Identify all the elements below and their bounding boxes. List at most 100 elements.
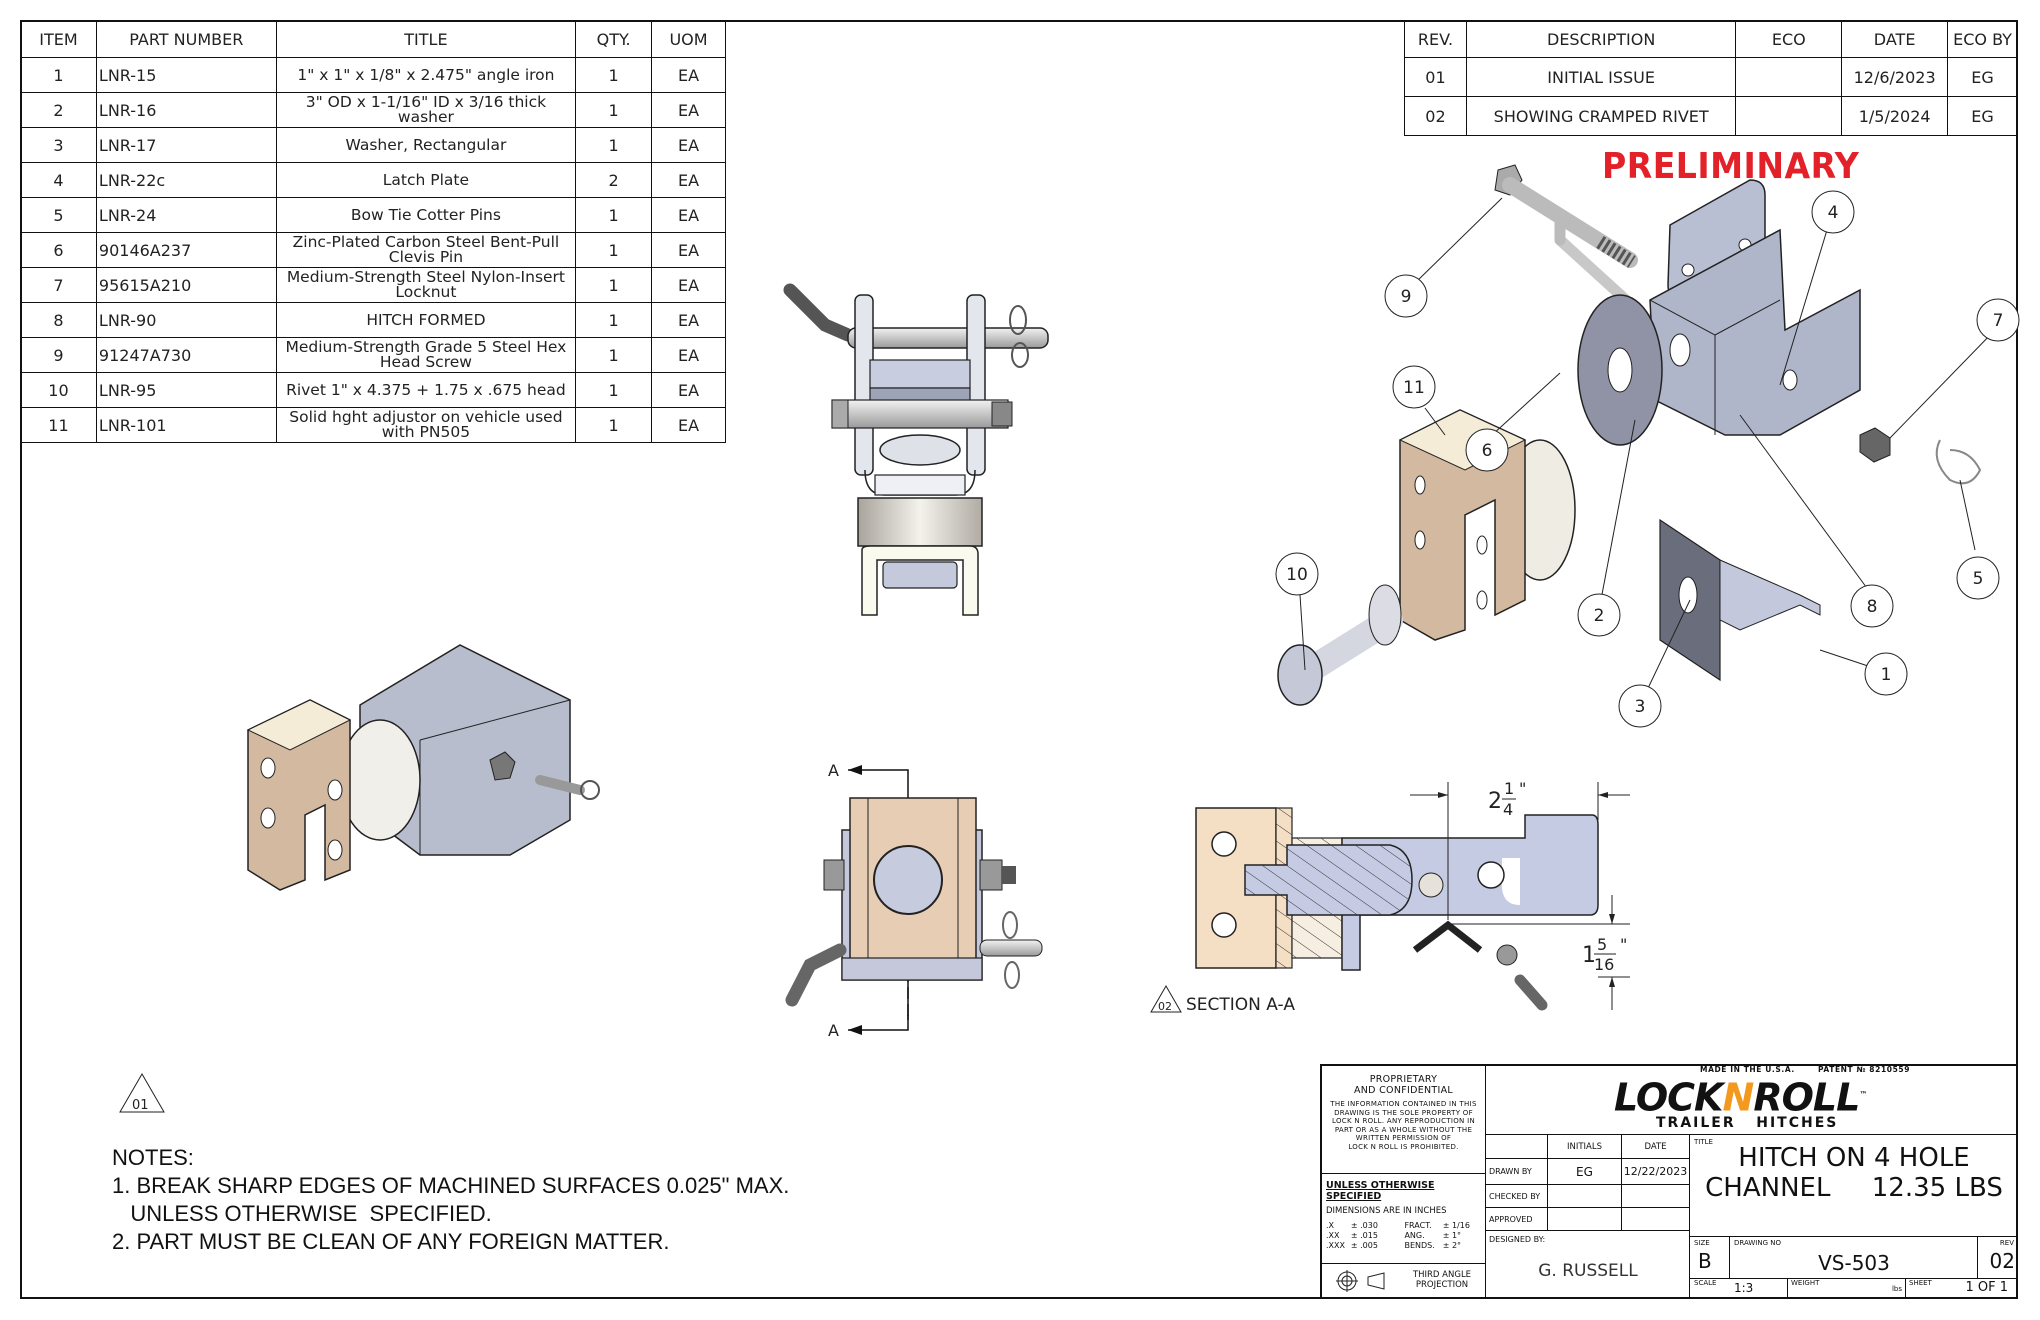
balloon-6: 6 [1465,428,1509,472]
bom-cell-title: Washer, Rectangular [275,127,577,163]
made-in-usa: MADE IN THE U.S.A. [1700,1065,1795,1074]
top-view-drawing [783,283,1049,616]
hole-upper [1211,831,1237,857]
revision-triangle-01: 01 [119,1073,165,1113]
tolerance-k2: ANG. [1404,1231,1425,1240]
bom-cell-title: Zinc-Plated Carbon Steel Bent-Pull Clevi… [275,232,577,268]
date-column-header: DATE [1622,1135,1690,1159]
washer-cylinder [857,497,983,547]
hitch-body [869,359,971,389]
latch-hole [1477,861,1505,889]
section-arrow-bottom [848,1025,862,1035]
rivet-hatch [1245,845,1412,915]
svg-text:11: 11 [1403,378,1425,398]
revision-cell-eco-by: EG [1947,57,2018,97]
section-label-top: A [828,761,839,780]
preliminary-stamp: PRELIMINARY [1602,146,1860,187]
rivet-end [882,561,958,589]
section-title: SECTION A-A [1186,995,1295,1015]
weight-cell: WEIGHT lbs [1788,1279,1906,1297]
weight-unit: lbs [1891,1285,1902,1293]
proprietary-heading-1: PROPRIETARY [1369,1074,1438,1085]
rev-cell: REV 02 [1978,1237,2018,1279]
logo-roll: ROLL [1753,1075,1860,1120]
tolerance-v: ± .030 [1350,1221,1378,1230]
dim-arrow-right [1598,792,1608,798]
proprietary-text-4: PART OR AS A WHOLE WITHOUT THE [1334,1125,1473,1134]
bom-cell-item: 1 [20,57,97,93]
balloon-1: 1 [1864,652,1908,696]
drawn-by-label: DRAWN BY [1486,1159,1548,1185]
balloon-5: 5 [1956,556,2000,600]
revision-header-eco: ECO [1735,20,1843,58]
bom-cell-title: 3" OD x 1-1/16" ID x 3/16 thick washer [275,92,577,128]
dim-width-denominator: 4 [1503,800,1513,819]
bom-cell-item: 10 [20,372,97,408]
drawing-title-line-1: HITCH ON 4 HOLE [1738,1143,1970,1173]
bom-cell-qty: 1 [575,197,653,233]
bom-cell-uom: EA [651,407,726,443]
revision-cell-eco [1735,96,1843,136]
clevis-pin-handle [785,943,847,1007]
bom-header-title: TITLE [275,20,577,58]
proprietary-text-5: WRITTEN PERMISSION OF [1355,1134,1452,1142]
initials-column-header: INITIALS [1548,1135,1622,1159]
bom-cell-uom: EA [651,302,726,338]
balloon-11: 11 [1392,365,1436,409]
bom-cell-part-number: LNR-16 [95,92,277,128]
bom-cell-part-number: 90146A237 [95,232,277,268]
balloon-8: 8 [1850,584,1894,628]
bom-cell-item: 8 [20,302,97,338]
part-7-locknut [1859,427,1891,463]
tolerance-k2: FRACT. [1404,1221,1432,1230]
bom-cell-title: Solid hght adjustor on vehicle used with… [275,407,577,443]
bom-cell-item: 6 [20,232,97,268]
bom-cell-uom: EA [651,92,726,128]
bom-cell-item: 3 [20,127,97,163]
bom-cell-qty: 1 [575,127,653,163]
dim-arrow-top [1609,914,1615,924]
bom-cell-part-number: 91247A730 [95,337,277,373]
svg-text:9: 9 [1401,287,1412,307]
dim-height-numerator: 5 [1597,935,1607,954]
hitch-formed-section [1341,814,1599,971]
balloon-2: 2 [1577,593,1621,637]
balloon-9: 9 [1384,274,1428,318]
bom-header-part-number: PART NUMBER [95,20,277,58]
projection-label: THIRD ANGLE PROJECTION [1412,1270,1472,1290]
bom-cell-uom: EA [651,162,726,198]
dim-width-whole: 2 [1488,789,1502,814]
bom-cell-uom: EA [651,267,726,303]
sheet-cell: SHEET 1 OF 1 [1906,1279,2018,1297]
angle-iron-section [1412,920,1483,953]
notes-heading: NOTES: [112,1145,194,1170]
bom-cell-qty: 1 [575,92,653,128]
revision-header-description: DESCRIPTION [1465,20,1737,58]
drawing-sheet-border [20,20,2018,1299]
dim-width-unit: " [1519,779,1526,798]
section-a-a-view: 2 1 4 " 1 5 16 " 02 SECTION A-A [1150,779,1630,1015]
revision-header-eco-by: ECO BY [1947,20,2018,58]
bom-cell-part-number: LNR-15 [95,57,277,93]
revision-triangle-02 [1150,984,1182,1013]
bom-cell-qty: 1 [575,407,653,443]
clevis-pin-end [535,775,585,795]
checked-by-initials [1548,1185,1622,1208]
locknut [489,751,516,781]
revision-cell-date: 12/6/2023 [1841,57,1949,97]
bolt-hole-2 [260,807,276,829]
designed-by-label: DESIGNED BY: [1489,1235,1546,1244]
revision-cell-date: 1/5/2024 [1841,96,1949,136]
part-10-rivet [1277,584,1403,706]
weight-label: WEIGHT [1791,1279,1820,1287]
bom-cell-part-number: LNR-22c [95,162,277,198]
bom-cell-qty: 1 [575,302,653,338]
logo-area: MADE IN THE U.S.A. PATENT № 8210559 LOCK… [1486,1065,2018,1135]
